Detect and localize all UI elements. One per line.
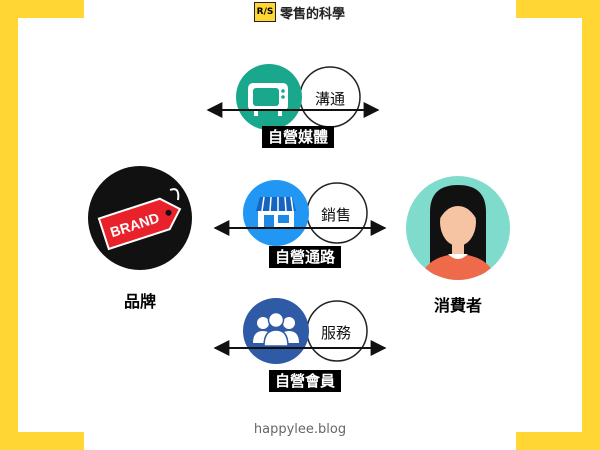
channel-label-2: 自營通路 [269, 246, 342, 268]
corner-accent-right-edge [582, 0, 600, 450]
brand-tag-icon: BRAND [88, 166, 192, 270]
brand-label: 品牌 [124, 292, 157, 311]
store-icon [243, 180, 309, 246]
channel-word-1: 溝通 [315, 90, 346, 108]
channel-word-3: 服務 [321, 324, 352, 342]
corner-accent-top-left [0, 0, 84, 18]
channel-label-1: 自營媒體 [262, 126, 335, 148]
site-logo[interactable]: R/S [254, 2, 276, 22]
channel-label-3: 自營會員 [269, 370, 342, 392]
site-name[interactable]: 零售的科學 [280, 7, 346, 22]
corner-accent-bottom-left [0, 432, 84, 450]
channel-word-2: 銷售 [321, 206, 352, 224]
consumer-avatar-icon [406, 176, 510, 280]
consumer-label: 消費者 [434, 296, 483, 315]
tv-icon [236, 64, 302, 130]
header: R/S 零售的科學 [0, 0, 600, 26]
corner-accent-top-right [516, 0, 600, 18]
corner-accent-bottom-right [516, 432, 600, 450]
corner-accent-left-edge [0, 0, 18, 450]
members-icon [243, 298, 309, 364]
footer-url[interactable]: happylee.blog [253, 422, 347, 437]
